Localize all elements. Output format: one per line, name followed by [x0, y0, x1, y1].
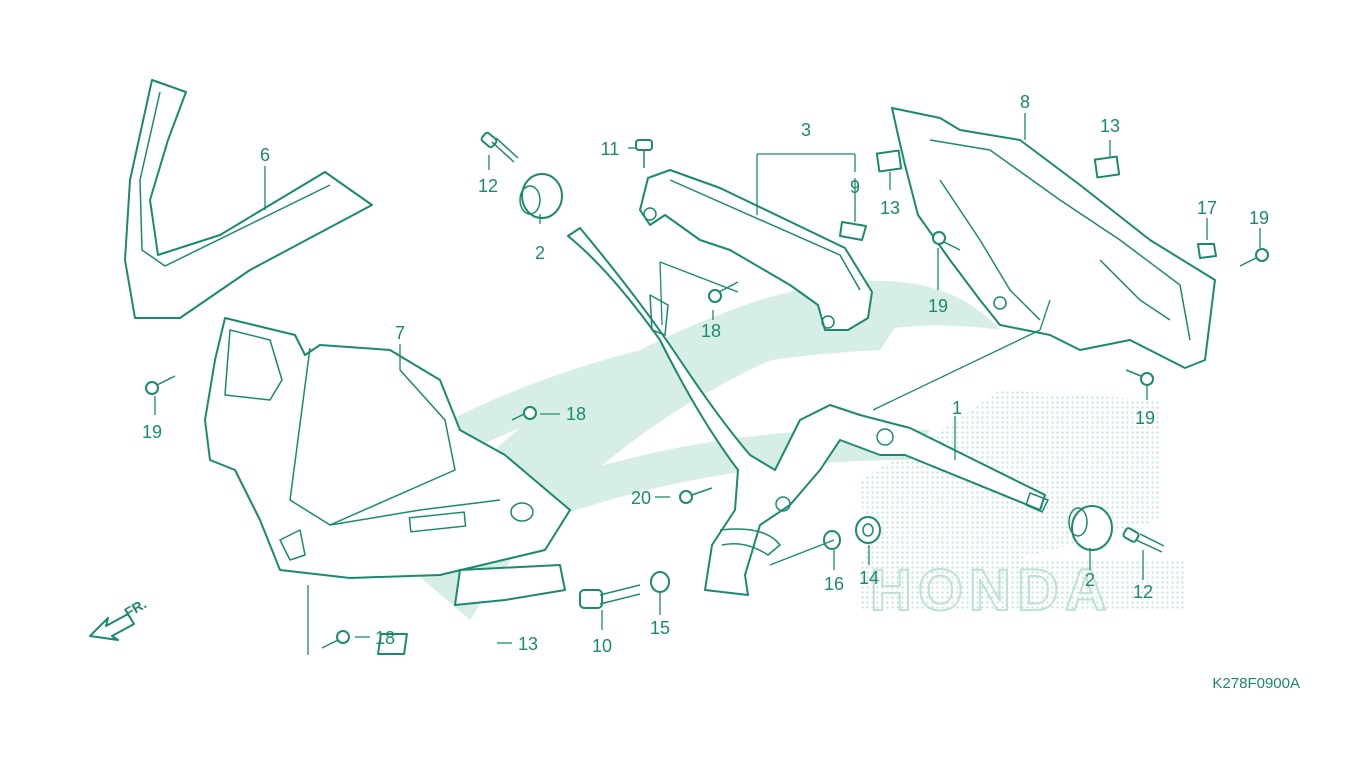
diagram-code: K278F0900A: [1212, 675, 1300, 692]
part-12-bolt-left[interactable]: [480, 131, 519, 163]
part-8-rear-cover[interactable]: [891, 107, 1216, 369]
callout-1[interactable]: 1: [952, 398, 962, 418]
part-13-clip-left[interactable]: [377, 633, 408, 655]
callout-3[interactable]: 3: [801, 120, 811, 140]
leader-lines: [154, 113, 1261, 655]
part-13-clip-right[interactable]: [1093, 155, 1121, 179]
callout-15[interactable]: 15: [650, 618, 670, 638]
front-arrow-icon: [89, 613, 135, 641]
small-hardware: [145, 131, 1269, 655]
callout-14[interactable]: 14: [859, 568, 879, 588]
callout-12[interactable]: 12: [1133, 582, 1153, 602]
callout-18[interactable]: 18: [375, 628, 395, 648]
callout-18[interactable]: 18: [566, 404, 586, 424]
callout-8[interactable]: 8: [1020, 92, 1030, 112]
callout-19[interactable]: 19: [142, 422, 162, 442]
part-1-handlebar[interactable]: [567, 227, 1049, 596]
callout-17[interactable]: 17: [1197, 198, 1217, 218]
callout-18[interactable]: 18: [701, 321, 721, 341]
part-2-rubber-left[interactable]: [519, 173, 563, 219]
callout-labels: 1 2 2 3 6 7 8 9 10 11 12 12 13 13 13 14 …: [142, 92, 1269, 656]
callout-19[interactable]: 19: [1249, 208, 1269, 228]
part-10-bolt[interactable]: [579, 584, 641, 609]
callout-13[interactable]: 13: [880, 198, 900, 218]
part-6-trim[interactable]: [124, 79, 373, 319]
callout-2[interactable]: 2: [1085, 570, 1095, 590]
callout-20[interactable]: 20: [631, 488, 651, 508]
callout-13[interactable]: 13: [518, 634, 538, 654]
part-17-clip[interactable]: [1197, 243, 1217, 259]
callout-6[interactable]: 6: [260, 145, 270, 165]
callout-10[interactable]: 10: [592, 636, 612, 656]
callout-13[interactable]: 13: [1100, 116, 1120, 136]
part-11-bolt[interactable]: [635, 139, 653, 168]
callout-11[interactable]: 11: [601, 139, 620, 159]
callout-9[interactable]: 9: [850, 177, 860, 197]
part-7-front-cover[interactable]: [204, 317, 571, 606]
part-13-clip-mid[interactable]: [875, 149, 903, 173]
callout-16[interactable]: 16: [824, 574, 844, 594]
part-3-bracket[interactable]: [639, 169, 873, 331]
part-12-bolt-right[interactable]: [1122, 527, 1165, 553]
callout-19[interactable]: 19: [1135, 408, 1155, 428]
callout-19[interactable]: 19: [928, 296, 948, 316]
callout-12[interactable]: 12: [478, 176, 498, 196]
part-2-rubber-right[interactable]: [1068, 505, 1113, 551]
part-14-grommet[interactable]: [855, 516, 881, 544]
part-16-washer[interactable]: [823, 530, 841, 550]
callout-7[interactable]: 7: [395, 323, 405, 343]
front-direction-indicator: FR.: [89, 595, 149, 641]
part-screws[interactable]: [145, 231, 1269, 649]
callout-2[interactable]: 2: [535, 243, 545, 263]
part-15-washer[interactable]: [650, 571, 670, 593]
honda-watermark-text: HONDA: [870, 558, 1113, 623]
